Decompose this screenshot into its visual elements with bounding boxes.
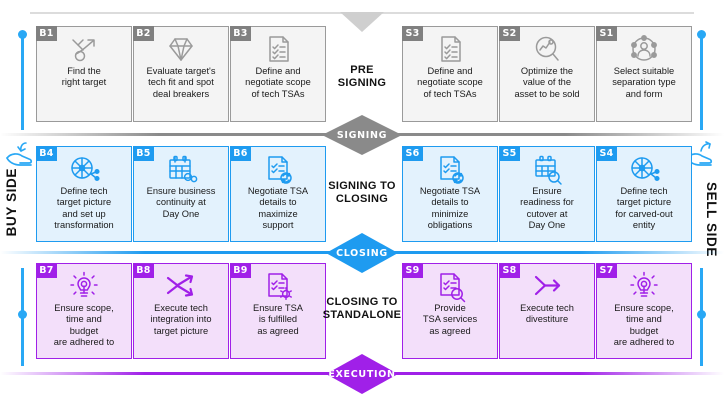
sell-side-rail-dot-top [697,30,706,39]
card-text-s2: Optimize the value of the asset to be so… [514,66,580,99]
diamond-gem-icon [164,34,198,64]
phase-label-pre-signing: PRE SIGNING [337,64,387,89]
card-badge-s7: S7 [596,263,617,278]
card-text-b2: Evaluate target's tech fit and spot deal… [146,66,216,99]
card-text-b3: Define and negotiate scope of tech TSAs [245,66,311,99]
card-text-b7: Ensure scope, time and budget are adhere… [53,303,115,348]
card-text-b6: Negotiate TSA details to maximize suppor… [247,186,309,231]
card-badge-b3: B3 [230,26,251,41]
card-text-b4: Define tech target picture and set up tr… [54,186,114,231]
document-gear-icon [261,271,295,301]
card-badge-s1: S1 [596,26,617,41]
top-rail-right [382,12,694,14]
card-badge-s6: S6 [402,146,423,161]
split-arrow-icon [530,271,564,301]
compass-share-icon [627,154,661,184]
card-badge-s4: S4 [596,146,617,161]
sell-side-rail-dot-bottom [697,310,706,319]
card-text-s4: Define tech target picture for carved-ou… [615,186,673,231]
buy-side-rail-dot-top [18,30,27,39]
buy-side-rail-dot-bottom [18,310,27,319]
chart-magnifier-icon [530,34,564,64]
milestone-execution-label: EXECUTION [328,368,396,380]
card-text-s6: Negotiate TSA details to minimize obliga… [419,186,481,231]
card-text-s8: Execute tech divestiture [520,303,574,325]
card-badge-b9: B9 [230,263,251,278]
milestone-signing-label: SIGNING [336,129,388,141]
calendar-gears-icon [164,154,198,184]
merge-arrows-icon [164,271,198,301]
checklist-document-icon [433,34,467,64]
card-text-s1: Select suitable separation type and form [612,66,676,99]
card-badge-b6: B6 [230,146,251,161]
document-magnifier-icon [433,271,467,303]
card-badge-s5: S5 [499,146,520,161]
card-text-b9: Ensure TSA is fulfilled as agreed [253,303,303,336]
card-badge-b8: B8 [133,263,154,278]
top-rail-left [30,12,342,14]
network-person-icon [627,34,661,64]
sell-side-label: SELL SIDE [704,182,719,257]
card-badge-b1: B1 [36,26,57,41]
milestone-execution: EXECUTION [326,354,398,394]
hand-receiving-icon [4,140,38,170]
card-badge-s9: S9 [402,263,423,278]
buy-side-timeline-rail [21,32,24,130]
card-text-s5: Ensure readiness for cutover at Day One [520,186,574,231]
card-badge-b4: B4 [36,146,57,161]
card-text-s7: Ensure scope, time and budget are adhere… [613,303,675,348]
lightbulb-icon [67,271,101,301]
card-badge-s3: S3 [402,26,423,41]
lightbulb-icon [627,271,661,301]
card-text-b1: Find the right target [61,66,107,88]
card-text-b8: Execute tech integration into target pic… [150,303,212,336]
sell-side-timeline-rail [700,32,703,130]
card-text-b5: Ensure business continuity at Day One [146,186,216,219]
card-text-s9: Provide TSA services as agreed [422,303,478,336]
phase-label-closing-to-standalone: CLOSING TO STANDALONE [322,296,402,321]
card-badge-b5: B5 [133,146,154,161]
compass-share-icon [67,154,101,184]
card-badge-s8: S8 [499,263,520,278]
milestone-closing-label: CLOSING [336,247,388,259]
card-badge-b2: B2 [133,26,154,41]
document-sync-icon [433,154,467,184]
strategy-arrow-icon [67,34,101,64]
checklist-document-icon [261,34,295,64]
document-sync-icon [261,154,295,184]
calendar-magnifier-icon [530,154,564,185]
card-badge-s2: S2 [499,26,520,41]
card-text-s3: Define and negotiate scope of tech TSAs [417,66,483,99]
card-badge-b7: B7 [36,263,57,278]
phase-label-signing-to-closing: SIGNING TO CLOSING [328,180,396,205]
